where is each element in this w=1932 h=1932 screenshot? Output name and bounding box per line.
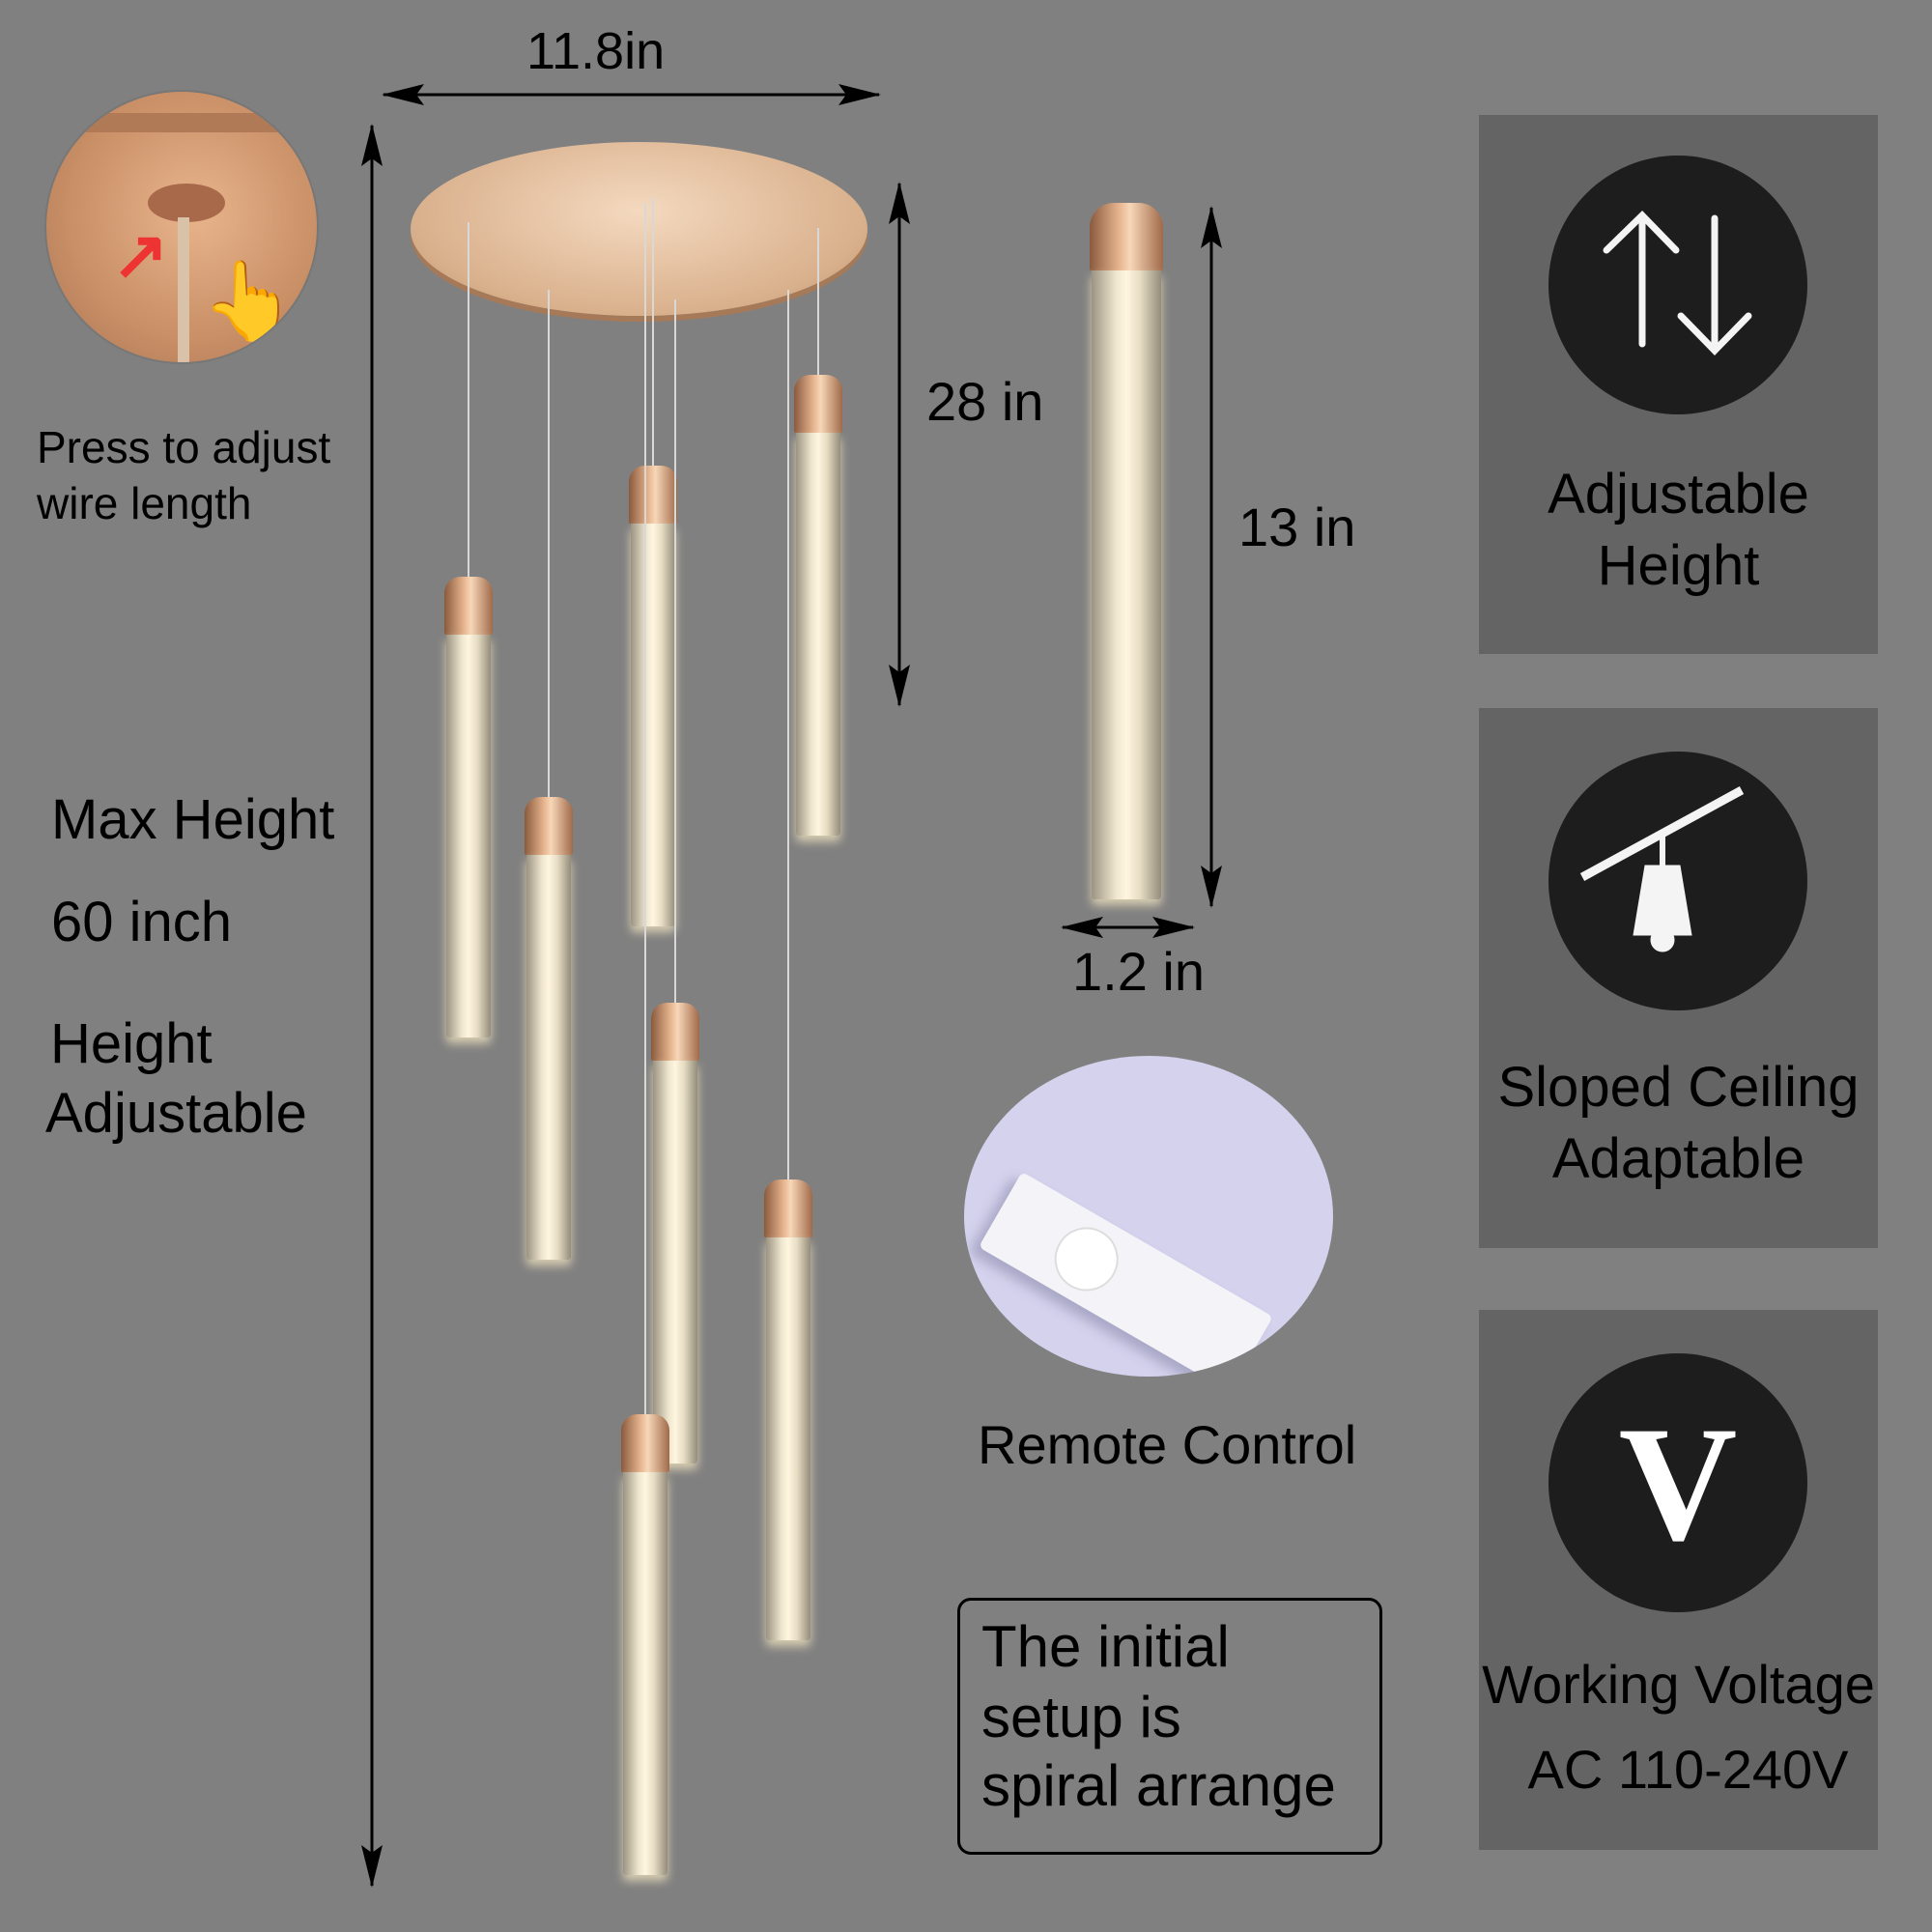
red-arrow-icon: ↗ [112,217,169,293]
pendant-cap [793,374,842,433]
canopy-bar [46,113,317,132]
pendant-wire [816,227,819,375]
pendant-cap [629,466,677,525]
crystal-tube [1091,270,1161,900]
crystal-tube [445,634,491,1037]
height-label: Height [50,1012,213,1075]
feature-label-1b: Height [1597,534,1760,597]
pendant-cap [524,797,573,856]
wire-grip [148,184,225,222]
note-line-2: setup is [981,1685,1181,1749]
wire-adjust-caption-1: Press to adjust [37,422,331,472]
pendant-cap [621,1414,670,1473]
crystal-tube [652,1061,697,1464]
feature-sloped-ceiling: Sloped Ceiling Adaptable [1479,708,1878,1248]
pendant-cap [650,1003,699,1062]
feature-label-3a: Working Voltage [1482,1654,1875,1715]
wire-adjust-photo: ↗ 👆 [44,90,319,364]
tube-diameter-label: 1.2 in [1072,941,1205,1002]
feature-label-2b: Adaptable [1551,1127,1805,1190]
crystal-tube [623,1472,668,1876]
tube-length-label: 13 in [1238,497,1356,557]
remote-control-label: Remote Control [978,1414,1357,1475]
max-height-label: Max Height [51,788,335,851]
feature-label-1a: Adjustable [1548,463,1809,526]
pendant-wire [787,289,790,1179]
voltage-v-glyph: V [1618,1393,1738,1575]
pendant-wire [547,289,550,798]
remote-dial [1042,1215,1130,1303]
max-height-value: 60 inch [51,891,233,953]
feature-label-2a: Sloped Ceiling [1497,1056,1860,1119]
crystal-tube [795,432,840,836]
wire-adjust-caption-2: wire length [37,478,252,528]
pendant-cap [1089,203,1163,271]
feature-working-voltage: V Working Voltage AC 110-240V [1479,1310,1878,1850]
note-line-1: The initial [981,1614,1230,1679]
sloped-ceiling-lamp-icon [1548,752,1807,1010]
pendant-wire [644,203,647,1415]
chandelier-canopy [411,142,867,316]
remote-control-photo [964,1056,1333,1377]
note-line-3: spiral arrange [981,1753,1336,1818]
voltage-v-icon: V [1548,1353,1807,1612]
pendant-wire [652,197,654,467]
crystal-tube [526,855,571,1260]
wire [178,217,189,362]
pendant-wire [673,298,676,1004]
pendant-cap [443,576,493,635]
initial-setup-note: The initial setup is spiral arrange [957,1598,1382,1855]
crystal-tube [766,1236,811,1640]
pendant-cap [764,1179,813,1237]
up-down-arrows-icon [1548,156,1807,414]
pendant-wire [467,221,469,577]
feature-adjustable-height: Adjustable Height [1479,115,1878,654]
feature-label-3b: AC 110-240V [1527,1739,1849,1800]
pointing-hand-icon: 👆 [201,258,298,344]
width-label: 11.8in [526,22,666,80]
crystal-tube [631,524,675,927]
drop-label: 28 in [926,371,1044,432]
adjustable-label: Adjustable [45,1082,307,1145]
